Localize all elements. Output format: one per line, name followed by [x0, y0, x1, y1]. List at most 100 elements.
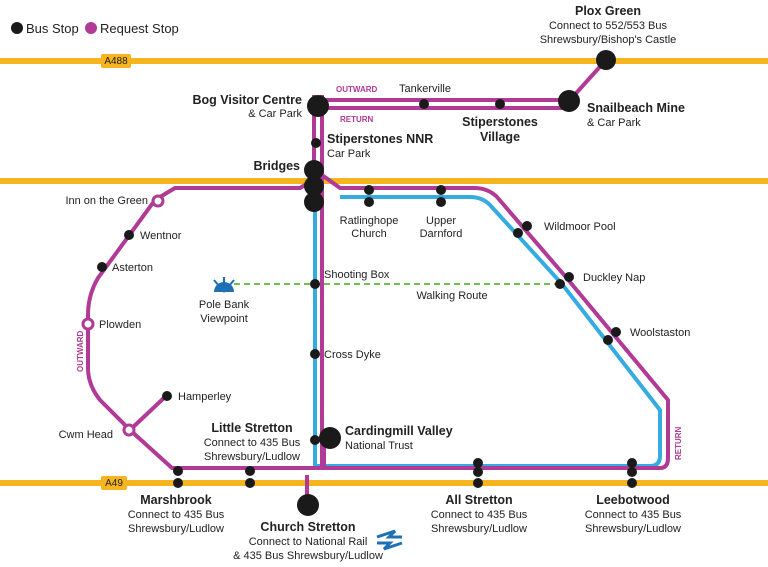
church-stretton-line2: & 435 Bus Shrewsbury/Ludlow: [233, 550, 383, 562]
wildmoor-name: Wildmoor Pool: [544, 221, 616, 233]
road-a488-badge: [101, 54, 131, 68]
stop-marshbrook-2[interactable]: [173, 478, 183, 488]
plowden-name: Plowden: [99, 319, 141, 331]
shooting-box-name: Shooting Box: [324, 269, 390, 281]
snailbeach-name: Snailbeach Mine: [587, 101, 685, 115]
pole-bank-line2: Viewpoint: [200, 313, 248, 325]
walking-route-label: Walking Route: [416, 290, 487, 302]
stop-duckley-nap-1[interactable]: [564, 272, 574, 282]
cardingmill-name: Cardingmill Valley: [345, 424, 453, 438]
ratlinghope-line1: Ratlinghope: [340, 215, 399, 227]
upper-darnford-line2: Darnford: [420, 228, 463, 240]
snailbeach-line1: & Car Park: [587, 117, 641, 129]
outward-left-label: OUTWARD: [76, 330, 85, 372]
plox-green-name: Plox Green: [575, 4, 641, 18]
legend-request-stop-label: Request Stop: [100, 21, 179, 36]
stop-stiperstones-village[interactable]: [495, 99, 505, 109]
stop-leebotwood-1[interactable]: [627, 458, 637, 468]
stop-inn-on-the-green[interactable]: [151, 194, 165, 208]
stop-little-stretton-2[interactable]: [245, 478, 255, 488]
stop-wentnor[interactable]: [124, 230, 134, 240]
stop-wildmoor-1[interactable]: [522, 221, 532, 231]
stop-all-stretton-3[interactable]: [473, 478, 483, 488]
stop-plowden[interactable]: [81, 317, 95, 331]
all-stretton-line2: Shrewsbury/Ludlow: [431, 523, 527, 535]
leebotwood-name: Leebotwood: [596, 493, 670, 507]
stop-leebotwood-2[interactable]: [627, 467, 637, 477]
little-stretton-line2: Shrewsbury/Ludlow: [204, 451, 300, 463]
stop-cross-dyke[interactable]: [310, 349, 320, 359]
stop-bridges-2[interactable]: [304, 176, 324, 196]
stop-cardingmill-valley[interactable]: [319, 427, 341, 449]
ratlinghope-line2: Church: [351, 228, 386, 240]
stop-ratlinghope-2[interactable]: [364, 197, 374, 207]
road-a49: [0, 480, 768, 486]
bog-visitor-line1: & Car Park: [248, 108, 302, 120]
pole-bank-line1: Pole Bank: [199, 299, 250, 311]
stop-bridges-3[interactable]: [304, 192, 324, 212]
stiperstones-nnr-name: Stiperstones NNR: [327, 132, 433, 146]
road-a488: [0, 58, 768, 64]
tankerville-name: Tankerville: [399, 83, 451, 95]
stop-dots: [81, 50, 637, 516]
church-stretton-name: Church Stretton: [260, 520, 355, 534]
stop-snailbeach-mine[interactable]: [558, 90, 580, 112]
legend-request-stop-icon: [85, 22, 97, 34]
plox-green-line2: Shrewsbury/Bishop's Castle: [540, 34, 677, 46]
stiperstones-nnr-line1: Car Park: [327, 148, 371, 160]
viewpoint-icon: [213, 277, 235, 293]
stop-woolstaston-1[interactable]: [611, 327, 621, 337]
stop-ratlinghope-1[interactable]: [364, 185, 374, 195]
stop-upper-darnford-2[interactable]: [436, 197, 446, 207]
stop-cwm-head[interactable]: [122, 423, 136, 437]
marshbrook-line2: Shrewsbury/Ludlow: [128, 523, 224, 535]
stop-stiperstones-nnr[interactable]: [311, 138, 321, 148]
little-stretton-name: Little Stretton: [211, 421, 292, 435]
stop-hamperley[interactable]: [162, 391, 172, 401]
leebotwood-line2: Shrewsbury/Ludlow: [585, 523, 681, 535]
hamperley-name: Hamperley: [178, 391, 232, 403]
stop-little-stretton-link[interactable]: [310, 435, 320, 445]
church-stretton-line1: Connect to National Rail: [249, 536, 368, 548]
blue-route-line: [313, 195, 662, 468]
road-a488-label: A488: [104, 56, 128, 67]
marshbrook-name: Marshbrook: [140, 493, 212, 507]
stop-all-stretton-1[interactable]: [473, 458, 483, 468]
leebotwood-line1: Connect to 435 Bus: [585, 509, 682, 521]
stop-little-stretton-1[interactable]: [245, 466, 255, 476]
inn-green-name: Inn on the Green: [65, 195, 148, 207]
stop-tankerville[interactable]: [419, 99, 429, 109]
stop-bridges-1[interactable]: [304, 160, 324, 180]
national-rail-icon: [376, 529, 403, 551]
stop-all-stretton-2[interactable]: [473, 467, 483, 477]
stop-plox-green[interactable]: [596, 50, 616, 70]
stop-asterton[interactable]: [97, 262, 107, 272]
all-stretton-line1: Connect to 435 Bus: [431, 509, 528, 521]
stop-woolstaston-2[interactable]: [603, 335, 613, 345]
cross-dyke-name: Cross Dyke: [324, 349, 381, 361]
road-a49-label: A49: [105, 478, 123, 489]
stop-marshbrook-1[interactable]: [173, 466, 183, 476]
stop-duckley-nap-2[interactable]: [555, 279, 565, 289]
stop-upper-darnford-1[interactable]: [436, 185, 446, 195]
stop-wildmoor-2[interactable]: [513, 228, 523, 238]
duckley-nap-name: Duckley Nap: [583, 272, 645, 284]
stiperstones-village-line1: Stiperstones: [462, 115, 538, 129]
hamperley-spur: [128, 394, 168, 432]
purple-route-line: [86, 95, 670, 470]
stop-bog-visitor-centre[interactable]: [307, 95, 329, 117]
stop-shooting-box[interactable]: [310, 279, 320, 289]
return-right-label: RETURN: [674, 426, 683, 460]
outward-top-label: OUTWARD: [336, 85, 378, 94]
woolstaston-name: Woolstaston: [630, 327, 690, 339]
stop-church-stretton[interactable]: [297, 494, 319, 516]
road-a49-badge: [101, 476, 127, 490]
wentnor-name: Wentnor: [140, 230, 182, 242]
stop-leebotwood-3[interactable]: [627, 478, 637, 488]
cwm-head-name: Cwm Head: [59, 429, 113, 441]
legend-bus-stop-icon: [11, 22, 23, 34]
asterton-name: Asterton: [112, 262, 153, 274]
upper-darnford-line1: Upper: [426, 215, 456, 227]
all-stretton-name: All Stretton: [445, 493, 512, 507]
